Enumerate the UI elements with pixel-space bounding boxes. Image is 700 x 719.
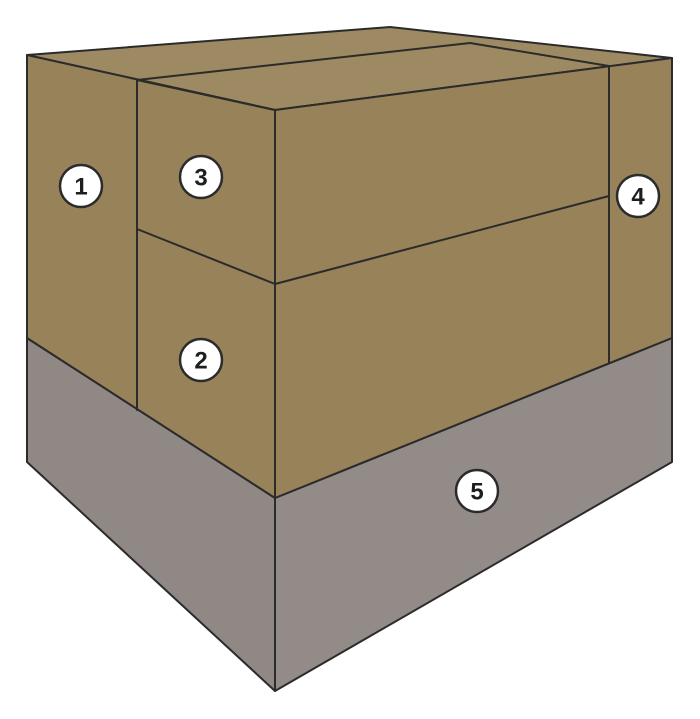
callout-4-label: 4	[631, 184, 645, 211]
top-seam-right	[469, 42, 610, 67]
top-seam-long	[136, 42, 471, 81]
left-face-horizontal-seam	[136, 228, 276, 285]
load-right-face	[274, 57, 673, 499]
callout-3-label: 3	[194, 165, 207, 192]
callout-2: 2	[178, 337, 224, 383]
callout-2-circle	[178, 337, 224, 383]
callout-2-label: 2	[194, 348, 207, 375]
callout-3: 3	[178, 154, 224, 200]
right-face-horizontal-seam	[274, 195, 610, 285]
callout-4: 4	[615, 173, 661, 219]
top-seam-front	[136, 79, 276, 111]
callout-1: 1	[58, 163, 104, 209]
callout-4-circle	[615, 173, 661, 219]
callout-5-label: 5	[470, 479, 483, 506]
callout-3-circle	[178, 154, 224, 200]
callout-1-circle	[58, 163, 104, 209]
callout-1-label: 1	[74, 174, 87, 201]
callout-5-circle	[454, 468, 500, 514]
callout-5: 5	[454, 468, 500, 514]
